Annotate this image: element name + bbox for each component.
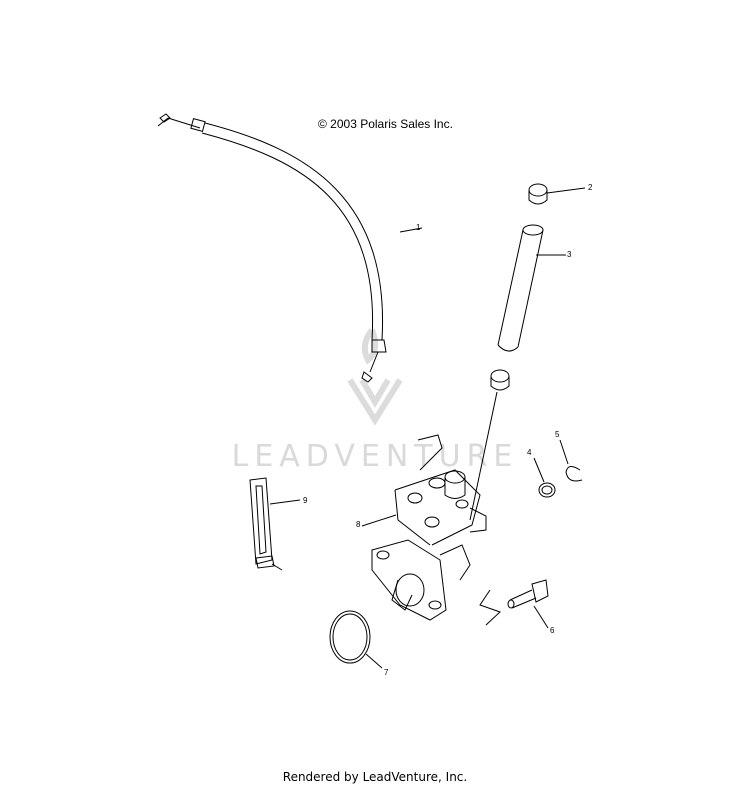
part-8-oil-pump: [361, 434, 487, 621]
footer-credit: Rendered by LeadVenture, Inc.: [282, 770, 468, 784]
callout-6: 6: [550, 626, 555, 635]
part-7-oring: [329, 610, 383, 669]
callout-4: 4: [527, 448, 532, 457]
callout-8: 8: [356, 520, 361, 529]
part-6-bolt: [479, 579, 549, 629]
part-1-cable: [157, 113, 423, 383]
part-2-clamp-lower: [469, 369, 510, 521]
part-4-washer: [533, 457, 556, 498]
callout-7: 7: [384, 668, 389, 677]
callout-3: 3: [567, 250, 572, 259]
part-2-clamp: [528, 183, 586, 205]
watermark-text: LEADVENTURE: [232, 439, 519, 474]
part-9-gauge: [249, 477, 301, 571]
part-3-hose: [497, 224, 566, 352]
part-5-clip: [559, 439, 583, 482]
callout-9: 9: [303, 496, 308, 505]
callout-5: 5: [555, 430, 560, 439]
callout-1: 1: [416, 223, 421, 232]
watermark-logo: [347, 328, 403, 426]
copyright-text: © 2003 Polaris Sales Inc.: [318, 117, 453, 131]
callout-2: 2: [588, 183, 593, 192]
